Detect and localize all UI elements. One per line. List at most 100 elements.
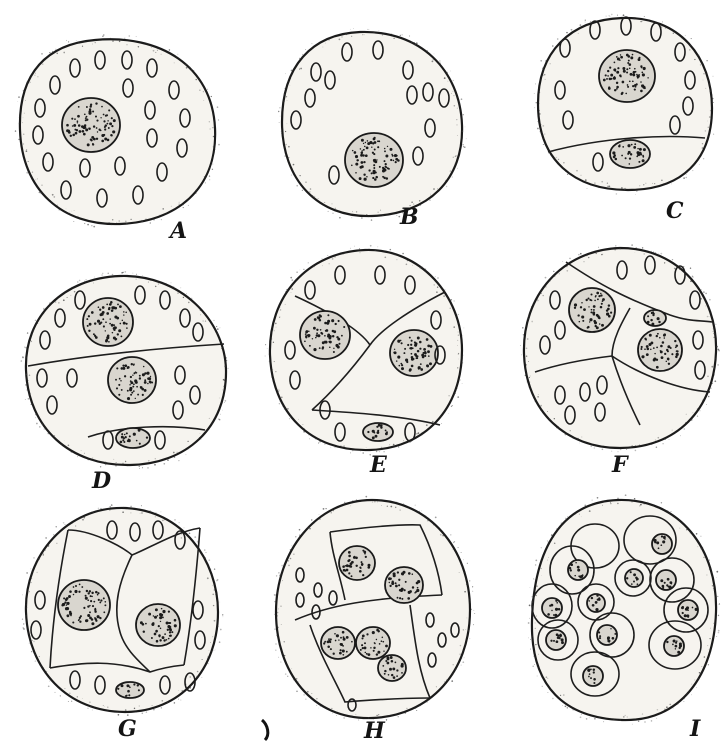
stipple-dot: [393, 444, 395, 446]
stipple-dot: [658, 253, 659, 254]
stipple-dot: [354, 246, 355, 247]
stipple-dot: [143, 42, 144, 43]
stipple-dot: [528, 361, 529, 362]
stipple-dot: [538, 654, 539, 655]
stipple-dot: [439, 60, 441, 62]
chromatin-granule: [551, 604, 554, 607]
chromatin-granule: [121, 389, 123, 391]
stipple-dot: [643, 503, 645, 505]
stipple-dot: [178, 699, 179, 700]
stipple-dot: [651, 251, 652, 252]
chromatin-granule: [342, 565, 345, 568]
stipple-dot: [179, 522, 180, 523]
chromatin-granule: [676, 345, 678, 347]
stipple-dot: [679, 520, 680, 521]
chromatin-granule: [124, 364, 127, 367]
stipple-dot: [292, 548, 293, 549]
stipple-dot: [162, 700, 164, 702]
chromatin-granule: [141, 388, 144, 391]
stipple-dot: [22, 122, 23, 123]
stipple-dot: [285, 131, 286, 132]
stipple-dot: [267, 348, 268, 349]
stipple-dot: [284, 641, 285, 642]
stipple-dot: [41, 192, 43, 194]
chromatin-granule: [164, 633, 166, 635]
stipple-dot: [661, 26, 663, 28]
stipple-dot: [714, 368, 715, 369]
stipple-dot: [26, 608, 27, 609]
chromatin-granule: [124, 375, 126, 377]
stipple-dot: [43, 308, 45, 310]
stipple-dot: [119, 41, 121, 43]
stipple-dot: [271, 376, 272, 377]
stipple-dot: [82, 519, 84, 521]
stipple-dot: [376, 715, 377, 716]
chromatin-granule: [662, 341, 665, 344]
stipple-dot: [703, 158, 704, 159]
stipple-dot: [703, 80, 704, 81]
stipple-dot: [220, 341, 221, 342]
chromatin-granule: [327, 645, 330, 648]
stipple-dot: [107, 707, 108, 708]
stipple-dot: [458, 547, 459, 548]
stipple-dot: [84, 223, 85, 224]
stipple-dot: [45, 60, 46, 61]
stipple-dot: [356, 251, 357, 252]
stipple-dot: [562, 705, 563, 706]
stipple-dot: [558, 428, 559, 429]
chromatin-granule: [86, 106, 88, 108]
stipple-dot: [458, 359, 459, 360]
stipple-dot: [456, 124, 457, 125]
stipple-dot: [636, 247, 637, 248]
stipple-dot: [644, 16, 645, 17]
stipple-dot: [282, 297, 283, 298]
chromatin-granule: [348, 555, 351, 558]
stipple-dot: [118, 714, 120, 716]
chromatin-granule: [599, 637, 601, 639]
chromatin-granule: [83, 126, 86, 129]
chromatin-granule: [415, 355, 417, 357]
stipple-dot: [97, 39, 98, 40]
stipple-dot: [458, 331, 459, 332]
stipple-dot: [636, 190, 638, 192]
stipple-dot: [225, 400, 227, 402]
stipple-dot: [713, 76, 714, 77]
chromatin-granule: [162, 636, 165, 639]
chromatin-granule: [658, 547, 660, 549]
stipple-dot: [356, 714, 357, 715]
stipple-dot: [466, 583, 468, 585]
chromatin-granule: [136, 372, 138, 374]
chromatin-granule: [410, 344, 412, 346]
chromatin-granule: [339, 652, 342, 655]
stipple-dot: [420, 267, 422, 269]
chromatin-granule: [72, 621, 74, 623]
stipple-dot: [142, 220, 143, 221]
stipple-dot: [280, 662, 281, 663]
stipple-dot: [277, 627, 279, 629]
stipple-dot: [679, 528, 680, 529]
stipple-dot: [140, 513, 141, 514]
chromatin-granule: [149, 382, 151, 384]
stipple-dot: [713, 134, 714, 135]
stipple-dot: [105, 462, 107, 464]
stipple-dot: [454, 105, 456, 107]
chromatin-granule: [118, 329, 121, 332]
chromatin-granule: [104, 128, 106, 130]
stipple-dot: [39, 426, 41, 428]
stipple-dot: [374, 250, 375, 251]
stipple-dot: [701, 666, 702, 667]
stipple-dot: [523, 334, 524, 335]
chromatin-granule: [649, 334, 652, 337]
stipple-dot: [169, 520, 171, 522]
stipple-dot: [211, 96, 212, 97]
chromatin-granule: [424, 351, 426, 353]
stipple-dot: [199, 79, 200, 80]
chromatin-granule: [91, 596, 93, 598]
stipple-dot: [433, 524, 434, 525]
stipple-dot: [222, 616, 223, 617]
stipple-dot: [536, 616, 537, 617]
chromatin-granule: [684, 614, 687, 617]
stipple-dot: [305, 182, 306, 183]
chromatin-granule: [577, 566, 580, 569]
chromatin-granule: [155, 630, 158, 633]
